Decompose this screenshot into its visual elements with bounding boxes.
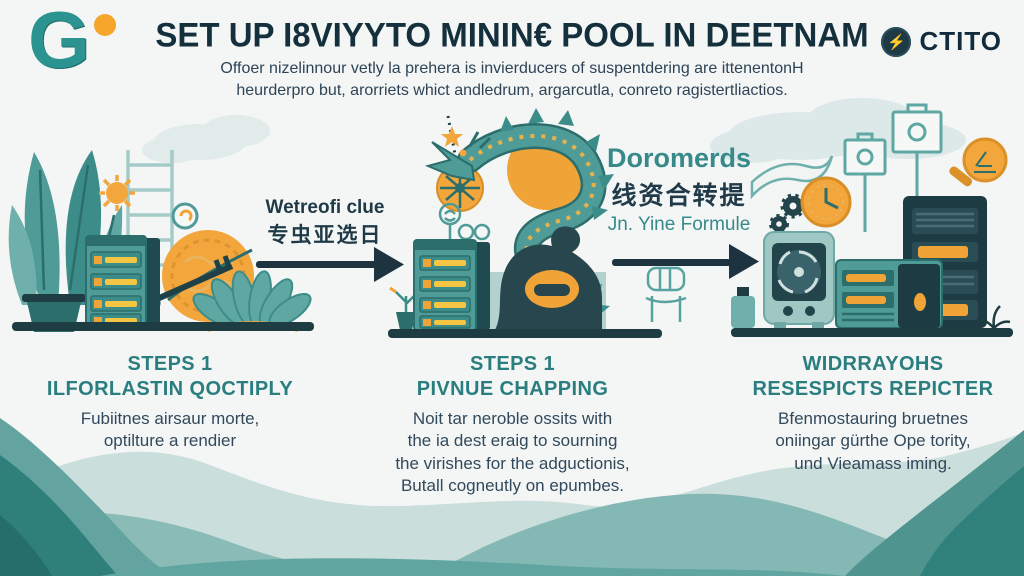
cloud-left [142,115,270,163]
scene-1-hardware [8,150,314,332]
step-2-body-line: Butall cogneutly on epumbes. [400,476,625,496]
step-column-1: STEPS 1 ILFORLASTIN QOCTIPLY Fubiitnes a… [20,352,320,453]
miner-figure-icon [495,226,602,330]
g-logo-letter: G [28,0,90,84]
g-logo-dot-icon [94,14,116,36]
flow-label-2-title: Doromerds [606,143,752,173]
arrow-1-icon [256,247,404,282]
bolt-glyph: ⚡ [887,33,906,51]
server-cabinet-icon [413,239,490,331]
step-column-3: WIDRRAYOHS RESESPICTS REPICTER Bfenmosta… [728,352,1018,475]
chain-star-icon [441,115,463,161]
ctito-label: CTITO [919,26,1002,56]
flow-label-2-cjk: 线资合转提 [611,182,747,210]
step-1-kicker: STEPS 1 [127,352,213,376]
step-3-body-line: Bfenmostauring bruetnes [778,409,968,428]
barrel-icon [645,266,687,322]
step-2-heading: PIVNUE CHAPPING [416,377,609,401]
step-3-body: Bfenmostauring bruetnes oniingar gürthe … [728,408,1018,475]
step-1-heading: ILFORLASTIN QOCTIPLY [46,377,294,401]
page-title: SET UP I8VIYYTO MININ€ POOL IN DEETNAM [155,15,869,54]
server-cabinet-icon [85,235,160,331]
step-2-kicker: STEPS 1 [469,352,556,376]
magnifier-coin-icon [949,137,1008,187]
step-3-heading: RESESPICTS REPICTER [752,377,994,401]
g-logo: G [26,0,126,97]
flow-label-2-sub: Jn. Yine Formule [607,214,751,235]
signboard-icons [843,103,943,232]
step-3-body-line: und Vieamass iming. [794,453,952,473]
bottle-icon [731,287,755,328]
scene-2-dragon-miner [388,108,687,338]
mining-rig-desk-icon [835,259,943,329]
step-2-body-line: the virishes for the adguctionis, [395,453,630,473]
step-2-body-line: Noit tar neroble ossits with [412,409,613,428]
step-3-kicker: WIDRRAYOHS [802,352,944,376]
scene-3-mining-rigs [731,103,1013,337]
arrow-2-icon [612,244,759,279]
sun-gear-icon [99,175,135,211]
gears-icon [769,193,806,234]
shelf-left [12,322,314,331]
sprig-icon [977,305,1011,329]
clock-coin-icon [800,176,852,228]
fan-rig-icon [763,231,835,328]
mountains [0,418,1024,576]
flow-label-1-text: Wetreofi clue [265,197,385,218]
bolt-icon: ⚡ [881,26,912,57]
subtitle-line-1: Offoer nizelinnour vetly la prehera is i… [220,60,804,77]
shelf-center [388,329,662,338]
step-2-body-line: the ia dest eraig to sourning [407,431,618,451]
potted-sprout-icon [389,286,417,330]
step-1-body-line: optilture a rendier [103,431,237,451]
step-1-body: Fubiitnes airsaur morte, optilture a ren… [20,408,320,453]
step-1-body-line: Fubiitnes airsaur morte, [80,409,260,428]
ribbon-icon [750,155,834,200]
spiral-badge-icon [171,202,199,230]
glasses-icon [457,223,491,241]
subtitle-line-2: heurderpro but, arorriets whict andledru… [236,82,788,100]
shelf-right [731,328,1013,337]
step-2-body: Noit tar neroble ossits with the ia dest… [355,408,670,498]
mining-rig-tower-icon [903,196,987,328]
page-subtitle: Offoer nizelinnour vetly la prehera is i… [0,58,1024,102]
step-column-2: STEPS 1 PIVNUE CHAPPING Noit tar neroble… [355,352,670,498]
flow-label-1-cjk: 专虫亚选日 [267,224,383,247]
flow-label-2: Doromerds 线资合转提 Jn. Yine Formule [598,143,760,236]
step-3-body-line: oniingar gürthe Ope tority, [775,431,971,451]
flow-label-1: Wetreofi clue 专虫亚选日 [252,197,398,249]
ctito-logo: ⚡ CTITO [881,26,1002,57]
